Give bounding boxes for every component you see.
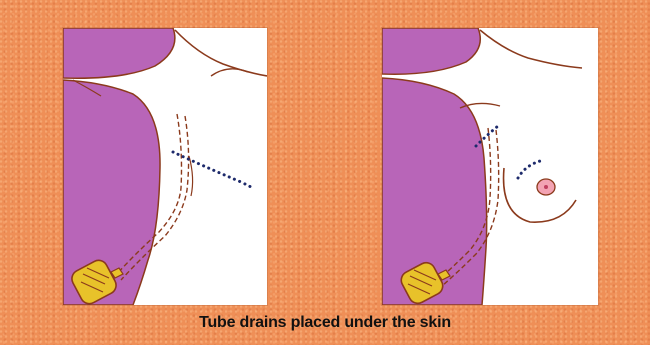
caption: Tube drains placed under the skin (0, 314, 650, 332)
shoulder-shading (382, 28, 480, 74)
contour-line (211, 69, 248, 76)
nipple-center (544, 185, 548, 189)
drain-tube-illustration (63, 28, 267, 305)
right-illustration (382, 28, 598, 305)
incision-dotted-line (518, 160, 544, 178)
shoulder-shading (63, 28, 175, 78)
contour-line (480, 30, 582, 68)
contour-line (175, 30, 267, 76)
left-illustration (63, 28, 267, 305)
drain-tube-illustration (382, 28, 598, 305)
incision-dotted-line (173, 152, 253, 188)
breast-outline (504, 168, 576, 222)
